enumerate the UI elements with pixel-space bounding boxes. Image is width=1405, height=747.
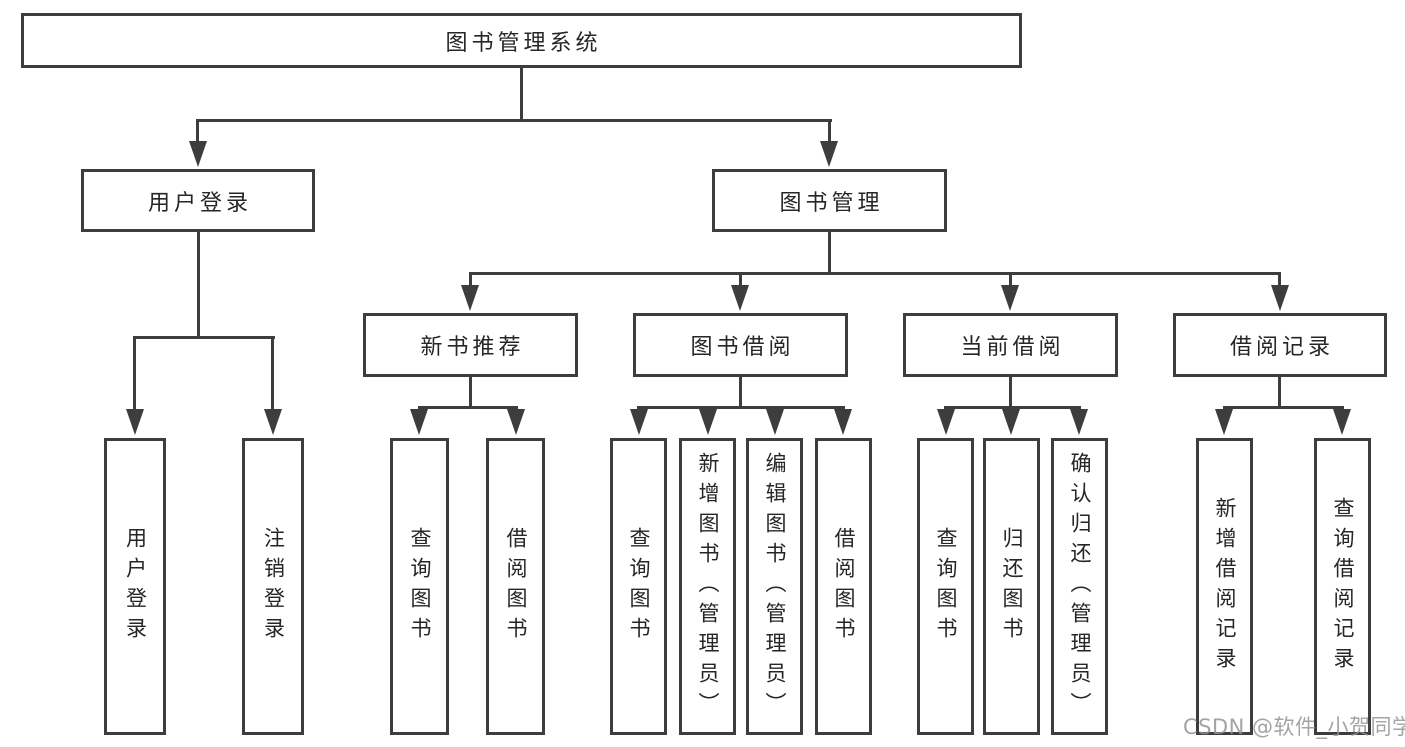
connector-userlogin-hbar — [133, 336, 275, 339]
arrow-down-icon — [461, 285, 479, 311]
connector-bookmgmt-stub-2 — [739, 272, 742, 287]
leaf-label: 借阅图书 — [504, 526, 529, 647]
arrow-down-icon — [507, 409, 525, 435]
leaf-label: 新增借阅记录 — [1213, 496, 1238, 677]
leaf-recommend-borrow-books: 借阅图书 — [486, 438, 545, 735]
node-root-label: 图书管理系统 — [445, 30, 602, 56]
node-label: 图书借阅 — [690, 335, 795, 360]
leaf-current-query-books: 查询图书 — [917, 438, 974, 735]
arrow-down-icon — [264, 409, 282, 435]
leaf-label: 查询借阅记录 — [1331, 496, 1356, 677]
leaf-label: 确认归还（管理员） — [1068, 451, 1093, 722]
node-label: 新书推荐 — [420, 335, 525, 360]
connector-current-hbar — [944, 406, 1081, 409]
leaf-records-query-record: 查询借阅记录 — [1314, 438, 1371, 735]
connector-userlogin-stem — [197, 232, 200, 336]
connector-recommend-stem — [469, 377, 472, 409]
connector-root-hbar — [196, 119, 832, 122]
arrow-down-icon — [1271, 285, 1289, 311]
node-user-login: 用户登录 — [81, 169, 315, 232]
leaf-label: 新增图书（管理员） — [696, 451, 721, 722]
connector-root-stub-right — [828, 119, 831, 143]
connector-current-stem — [1009, 377, 1012, 409]
arrow-down-icon — [937, 409, 955, 435]
connector-bookmgmt-hbar — [469, 272, 1281, 275]
arrow-down-icon — [766, 409, 784, 435]
node-book-management: 图书管理 — [712, 169, 947, 232]
node-book-borrowing: 图书借阅 — [633, 313, 848, 377]
connector-userlogin-stub-left — [133, 336, 136, 410]
leaf-current-confirm-return-admin: 确认归还（管理员） — [1051, 438, 1108, 735]
leaf-current-return-books: 归还图书 — [983, 438, 1040, 735]
connector-recommend-hbar — [418, 406, 518, 409]
leaf-borrowing-add-books-admin: 新增图书（管理员） — [679, 438, 736, 735]
leaf-label: 查询图书 — [627, 526, 652, 647]
leaf-label: 查询图书 — [408, 526, 433, 647]
arrow-down-icon — [820, 141, 838, 167]
leaf-label: 查询图书 — [934, 526, 959, 647]
node-label: 用户登录 — [147, 190, 252, 216]
arrow-down-icon — [126, 409, 144, 435]
node-root: 图书管理系统 — [21, 13, 1022, 68]
connector-root-stub-left — [196, 119, 199, 143]
connector-bookmgmt-stem — [828, 232, 831, 273]
arrow-down-icon — [1001, 285, 1019, 311]
node-current-borrowing: 当前借阅 — [903, 313, 1118, 377]
leaf-records-add-record: 新增借阅记录 — [1196, 438, 1253, 735]
leaf-label: 借阅图书 — [832, 526, 857, 647]
leaf-label: 用户登录 — [123, 526, 148, 647]
leaf-borrowing-borrow-books: 借阅图书 — [815, 438, 872, 735]
arrow-down-icon — [1215, 409, 1233, 435]
node-label: 当前借阅 — [960, 335, 1065, 360]
arrow-down-icon — [699, 409, 717, 435]
arrow-down-icon — [1333, 409, 1351, 435]
connector-bookmgmt-stub-4 — [1278, 272, 1281, 287]
leaf-logout: 注销登录 — [242, 438, 304, 735]
leaf-label: 编辑图书（管理员） — [763, 451, 788, 722]
connector-bookmgmt-stub-1 — [469, 272, 472, 287]
node-label: 借阅记录 — [1229, 335, 1334, 360]
arrow-down-icon — [630, 409, 648, 435]
arrow-down-icon — [410, 409, 428, 435]
connector-borrowing-stem — [739, 377, 742, 409]
node-label: 图书管理 — [779, 190, 884, 216]
connector-root-stem — [520, 68, 523, 121]
connector-bookmgmt-stub-3 — [1009, 272, 1012, 287]
arrow-down-icon — [1002, 409, 1020, 435]
connector-records-hbar — [1223, 406, 1344, 409]
connector-records-stem — [1278, 377, 1281, 409]
leaf-borrowing-query-books: 查询图书 — [610, 438, 667, 735]
node-borrowing-records: 借阅记录 — [1173, 313, 1387, 377]
csdn-watermark: CSDN @软件_小贺同学 — [1183, 715, 1405, 739]
connector-userlogin-stub-right — [271, 336, 274, 410]
arrow-down-icon — [731, 285, 749, 311]
leaf-recommend-query-books: 查询图书 — [390, 438, 449, 735]
leaf-user-login: 用户登录 — [104, 438, 166, 735]
leaf-borrowing-edit-books-admin: 编辑图书（管理员） — [746, 438, 803, 735]
connector-borrowing-hbar — [637, 406, 845, 409]
arrow-down-icon — [834, 409, 852, 435]
node-new-book-recommend: 新书推荐 — [363, 313, 578, 377]
leaf-label: 归还图书 — [1000, 526, 1025, 647]
arrow-down-icon — [1070, 409, 1088, 435]
leaf-label: 注销登录 — [261, 526, 286, 647]
arrow-down-icon — [189, 141, 207, 167]
